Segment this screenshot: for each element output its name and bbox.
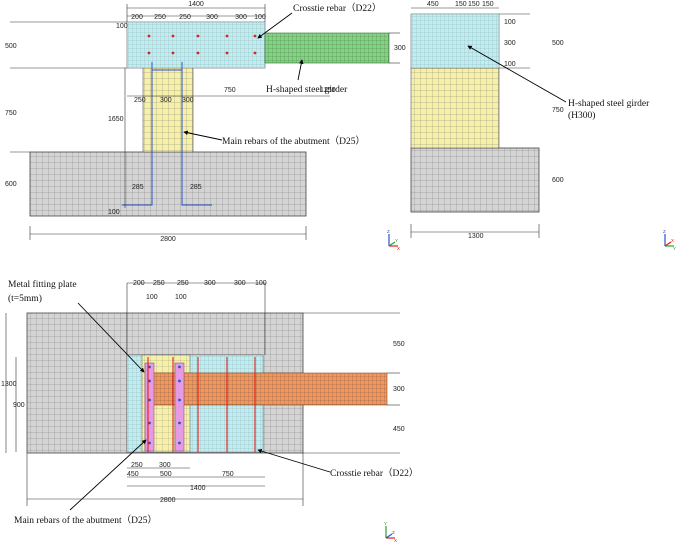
svg-text:100: 100 [254, 14, 266, 21]
svg-text:150: 150 [468, 1, 480, 8]
svg-text:500: 500 [160, 471, 172, 478]
label-h-girder-section-size: (H300) [568, 110, 595, 121]
svg-text:150: 150 [482, 1, 494, 8]
svg-text:100: 100 [255, 280, 267, 287]
svg-text:300: 300 [235, 14, 247, 21]
label-h-girder: H-shaped steel girder [266, 85, 348, 95]
label-metal-plate: Metal fitting plate [8, 279, 77, 290]
svg-text:X: X [394, 538, 397, 543]
svg-text:150: 150 [455, 1, 467, 8]
label-metal-plate-thickness: (t=5mm) [8, 293, 42, 304]
dim-hook-bottom: 100 [108, 209, 120, 216]
label-h-girder-section: H-shaped steel girder [568, 99, 650, 109]
main-rebar-dots-plan [148, 365, 181, 445]
svg-text:300: 300 [159, 462, 171, 469]
svg-text:250: 250 [131, 462, 143, 469]
svg-text:300: 300 [234, 280, 246, 287]
section-right-dims: 100 300 100 [504, 19, 516, 68]
crosstie-rebars-plan [147, 357, 256, 452]
svg-text:300: 300 [504, 40, 516, 47]
axis-triad-icon: Z X Y [387, 229, 400, 251]
svg-text:750: 750 [222, 471, 234, 478]
svg-text:100: 100 [504, 61, 516, 68]
svg-text:100: 100 [504, 19, 516, 26]
axis-triad-icon: Z Y X [663, 229, 676, 251]
dim-section-cap: 500 [552, 40, 564, 47]
dim-cap-height-right: 300 [394, 45, 406, 52]
plan-view: 200 250 250 300 300 100 100 100 550 300 … [1, 279, 418, 526]
svg-text:X: X [671, 238, 674, 243]
label-crosstie-top: Crosstie rebar（D22） [293, 2, 381, 14]
crosstie-rebar-dots [147, 34, 257, 55]
svg-text:450: 450 [427, 1, 439, 8]
dim-hook-right: 285 [190, 184, 202, 191]
svg-text:450: 450 [393, 426, 405, 433]
svg-text:250: 250 [179, 14, 191, 21]
dim-plan-left-outer: 1300 [1, 381, 17, 388]
svg-text:450: 450 [127, 471, 139, 478]
svg-text:250: 250 [154, 14, 166, 21]
svg-text:100: 100 [175, 294, 187, 301]
svg-text:Z: Z [387, 229, 390, 234]
dim-footing-width: 2800 [160, 236, 176, 243]
plan-bottom-row1: 250 300 [131, 462, 171, 469]
svg-text:100: 100 [146, 294, 158, 301]
dim-section-wall: 750 [552, 107, 564, 114]
plan-right-dims: 550 300 450 [393, 341, 405, 433]
label-main-rebars-top: Main rebars of the abutment（D25） [222, 135, 365, 147]
dim-plan-left-inner: 900 [13, 402, 25, 409]
plan-bottom-row2: 450 500 750 [127, 471, 234, 478]
dim-rebar-length: 1650 [108, 116, 124, 123]
dim-section-width: 1300 [468, 233, 484, 240]
svg-text:200: 200 [133, 280, 145, 287]
label-main-rebars-bottom: Main rebars of the abutment（D25） [14, 514, 157, 526]
svg-text:200: 200 [131, 14, 143, 21]
plan-inner-dims: 100 100 [146, 294, 187, 301]
dim-girder-gap: 750 [224, 87, 236, 94]
dim-hook-left: 285 [132, 184, 144, 191]
dim-wall-height: 750 [5, 110, 17, 117]
svg-text:250: 250 [134, 97, 146, 104]
dim-plan-bottom-total: 2800 [160, 497, 176, 504]
svg-text:250: 250 [177, 280, 189, 287]
plan-top-spacing: 200 250 250 300 300 100 [133, 280, 267, 287]
section-top-dims: 450 150 150 150 [427, 1, 494, 8]
axis-triad-icon: Y X Z [384, 521, 397, 543]
side-view: 1400 200 250 250 300 300 100 100 500 750… [5, 1, 406, 243]
svg-text:300: 300 [160, 97, 172, 104]
dim-wall-widths: 250 300 300 [134, 97, 194, 104]
svg-text:Y: Y [395, 238, 398, 243]
svg-text:Y: Y [673, 246, 676, 251]
svg-text:250: 250 [153, 280, 165, 287]
svg-text:300: 300 [204, 280, 216, 287]
svg-text:300: 300 [393, 386, 405, 393]
svg-text:Z: Z [392, 530, 395, 535]
svg-text:550: 550 [393, 341, 405, 348]
metal-plate-plan [144, 362, 185, 452]
dim-section-footing: 600 [552, 177, 564, 184]
svg-text:300: 300 [206, 14, 218, 21]
dim-top-spacing: 200 250 250 300 300 100 [131, 14, 266, 21]
section-view: 450 150 150 150 100 300 100 500 750 600 … [410, 1, 650, 240]
dim-girder-length: 1250 [320, 87, 336, 94]
svg-text:Z: Z [663, 229, 666, 234]
dim-top-total: 1400 [188, 1, 204, 8]
svg-text:300: 300 [182, 97, 194, 104]
main-rebars-side [122, 62, 212, 206]
dim-cap-edge: 100 [116, 23, 128, 30]
svg-text:X: X [397, 246, 400, 251]
label-crosstie-bottom: Crosstie rebar（D22） [330, 467, 418, 479]
dim-cap-height-left: 500 [5, 43, 17, 50]
dim-plan-bottom-inner: 1400 [190, 485, 206, 492]
dim-footing-height: 600 [5, 181, 17, 188]
svg-text:Y: Y [384, 521, 387, 526]
